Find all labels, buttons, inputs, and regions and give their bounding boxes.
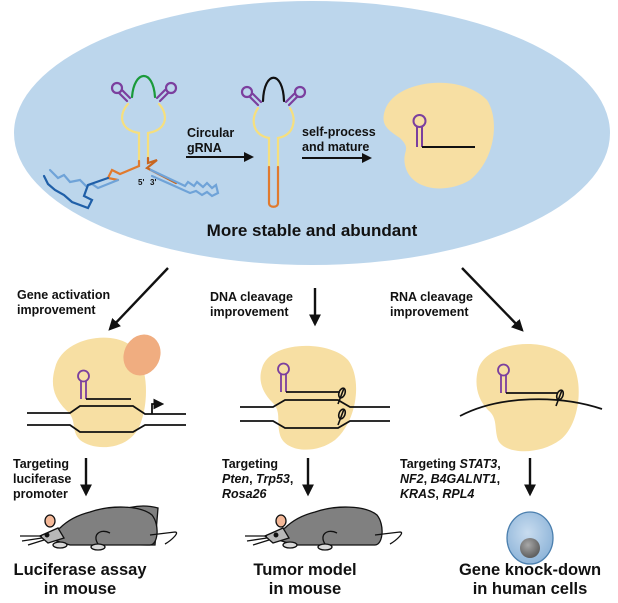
outcome-dna: Tumor model in mouse: [240, 561, 370, 600]
circular-grna-label: Circular gRNA: [187, 126, 234, 156]
three-prime-label: 3': [150, 178, 156, 187]
rna-strand-icon: [459, 398, 603, 417]
heading-line: RNA cleavage: [390, 290, 473, 304]
heading-line: improvement: [17, 302, 96, 317]
targeting-activation-label: Targeting luciferase promoter: [13, 457, 71, 501]
outcome-line: in mouse: [268, 580, 342, 599]
outcome-line: Luciferase assay: [13, 561, 147, 579]
gene-name: Trp53: [256, 471, 290, 486]
mouse-icon: [20, 505, 178, 551]
scissors-icon: [555, 389, 565, 407]
targeting-dna-label: Targeting Pten, Trp53, Rosa26: [222, 457, 293, 501]
cas-protein-icon: [476, 343, 579, 452]
step1-label-line1: Circular: [187, 126, 235, 140]
target-line: Targeting: [13, 457, 70, 471]
branch-dna-heading: DNA cleavage improvement: [210, 290, 293, 320]
arrow-icon: [461, 267, 524, 332]
dna-duplex-icon: [27, 398, 186, 433]
gene-name: Rosa26: [222, 486, 267, 501]
target-line: Targeting STAT3,: [400, 457, 501, 471]
heading-line: Gene activation: [17, 288, 111, 302]
mouse-icon: [245, 506, 403, 551]
outcome-rna: Gene knock-down in human cells: [455, 561, 605, 600]
step1-label-line2: gRNA: [187, 140, 222, 155]
outcome-line: in mouse: [43, 580, 117, 599]
outcome-line: Gene knock-down: [458, 561, 602, 579]
heading-line: improvement: [210, 304, 289, 319]
circular-grna-icon: [42, 75, 220, 210]
gene-name: KRAS: [400, 486, 436, 501]
targeting-rna-label: Targeting STAT3, NF2, B4GALNT1, KRAS, RP…: [400, 457, 501, 501]
grna-hairpin-icon: [497, 363, 557, 394]
cas-protein-icon: [383, 82, 494, 189]
target-line: Targeting: [222, 457, 279, 471]
heading-line: improvement: [390, 304, 469, 319]
target-line: Rosa26: [222, 487, 293, 502]
grna-hairpin-icon: [277, 362, 340, 393]
step2-label-line2: and mature: [302, 139, 370, 154]
outcome-activation: Luciferase assay in mouse: [0, 561, 160, 600]
arrow-icon: [108, 267, 169, 331]
outcome-line: in human cells: [472, 580, 588, 599]
scissors-icon: [337, 387, 347, 426]
target-word: Targeting: [400, 457, 457, 471]
background-ellipse: [14, 1, 610, 265]
five-prime-label: 5': [138, 178, 144, 187]
target-line: NF2, B4GALNT1,: [400, 471, 501, 486]
target-line: KRAS, RPL4: [400, 486, 475, 501]
activator-icon: [123, 334, 161, 376]
cas-protein-icon: [260, 345, 357, 450]
target-line: Pten, Trp53,: [222, 471, 294, 486]
human-cell-icon: [506, 511, 554, 565]
mature-grna-icon: [240, 76, 307, 208]
branch-rna-heading: RNA cleavage improvement: [390, 290, 473, 320]
step2-label-line1: self-process: [302, 125, 376, 139]
gene-name: NF2: [400, 471, 424, 486]
gene-name: B4GALNT1: [430, 471, 497, 486]
target-line: luciferase: [13, 471, 72, 486]
branch-activation-heading: Gene activation improvement: [17, 288, 110, 318]
target-line: promoter: [13, 486, 68, 501]
outcome-line: Tumor model: [253, 561, 357, 579]
grna-hairpin-icon: [77, 369, 131, 400]
dna-duplex-icon: [240, 399, 390, 429]
heading-line: DNA cleavage: [210, 290, 293, 304]
gene-name: STAT3: [459, 457, 498, 471]
gene-name: Pten: [222, 471, 250, 486]
cas-protein-icon: [52, 337, 146, 448]
summary-title: More stable and abundant: [207, 221, 418, 240]
gene-name: RPL4: [442, 486, 475, 501]
self-process-label: self-process and mature: [302, 125, 376, 155]
